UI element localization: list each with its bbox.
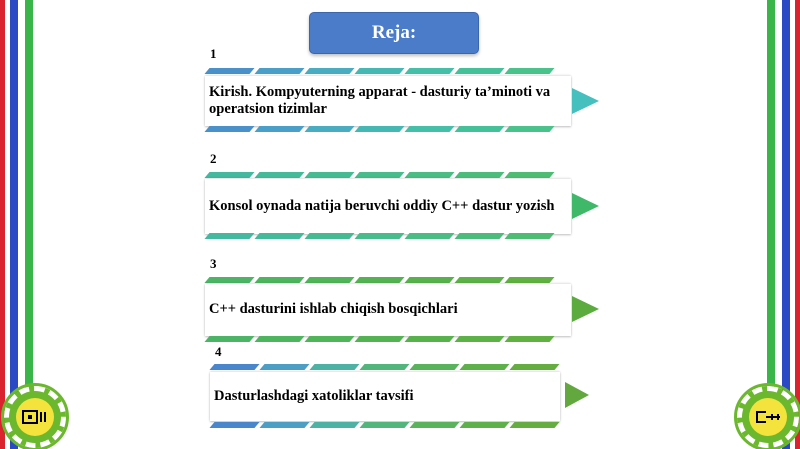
chevron-right-icon (572, 193, 599, 219)
right-border-stripes (767, 0, 800, 449)
slide-title: Reja: (309, 12, 479, 54)
chevron-right-icon (572, 88, 599, 114)
item-number: 4 (215, 344, 222, 359)
agenda-text-box: Dasturlashdagi xatoliklar tavsifi (210, 372, 560, 421)
agenda-item-3: 3 C++ dasturini ishlab chiqish bosqichla… (204, 256, 605, 351)
agenda-text-box: Konsol oynada natija beruvchi oddiy C++ … (205, 179, 571, 234)
agenda-text-box: Kirish. Kompyuterning apparat - dasturiy… (205, 76, 571, 126)
prev-slide-button[interactable] (1, 383, 69, 449)
item-number: 3 (210, 256, 217, 271)
agenda-item-4: 4 Dasturlashdagi xatoliklar tavsifi (209, 344, 610, 439)
item-number: 2 (210, 151, 217, 166)
chevron-right-icon (572, 296, 599, 322)
agenda-text: C++ dasturini ishlab chiqish bosqichlari (209, 301, 458, 318)
agenda-item-2: 2 Konsol oynada natija beruvchi oddiy C+… (204, 151, 605, 246)
left-border-stripes (0, 0, 33, 449)
agenda-text: Kirish. Kompyuterning apparat - dasturiy… (209, 83, 551, 117)
next-slide-icon (756, 411, 780, 423)
agenda-text-box: C++ dasturini ishlab chiqish bosqichlari (205, 284, 571, 336)
agenda-item-1: 1 Kirish. Kompyuterning apparat - dastur… (204, 46, 605, 141)
item-number: 1 (210, 46, 217, 61)
agenda-text: Konsol oynada natija beruvchi oddiy C++ … (209, 197, 555, 214)
next-slide-button[interactable] (734, 383, 800, 449)
agenda-text: Dasturlashdagi xatoliklar tavsifi (214, 387, 414, 404)
prev-slide-icon (22, 410, 46, 424)
chevron-right-icon (565, 382, 589, 408)
